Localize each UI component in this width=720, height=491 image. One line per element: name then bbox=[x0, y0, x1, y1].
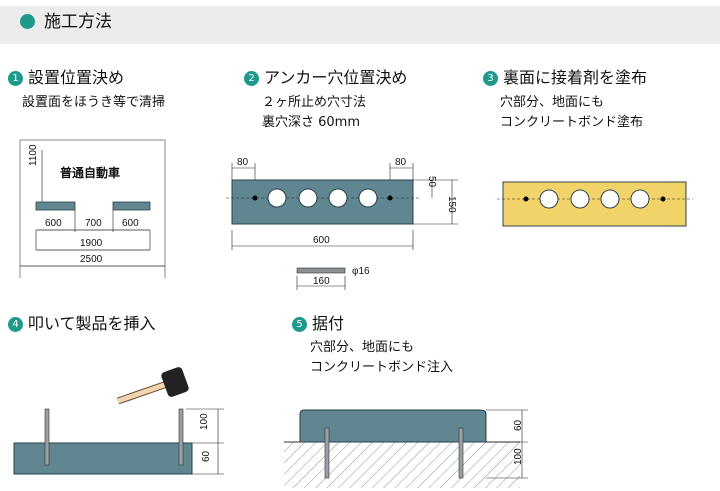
step-3-desc-1: 穴部分、地面にも bbox=[500, 95, 605, 110]
step-2-title-text: アンカー穴位置決め bbox=[264, 68, 408, 87]
inserted-block bbox=[13, 442, 193, 475]
step-3-desc-2: コンクリートボンド塗布 bbox=[500, 115, 644, 130]
dim-600-right: 600 bbox=[122, 218, 139, 229]
step-2-desc-1: ２ヶ所止め穴寸法 bbox=[262, 95, 367, 110]
hole-3 bbox=[328, 188, 348, 208]
hammer-icon bbox=[161, 367, 189, 397]
step-5-title: 5 据付 bbox=[292, 314, 344, 334]
step-5-desc-2: コンクリートボンド注入 bbox=[310, 360, 454, 375]
step-1-title: 1 設置位置決め bbox=[8, 68, 124, 88]
dim-1900: 1900 bbox=[80, 238, 103, 249]
dim-edge-right: 80 bbox=[395, 157, 407, 168]
glue-anchor-right bbox=[660, 196, 666, 202]
dim-2500: 2500 bbox=[80, 254, 103, 265]
circle-bullet-icon bbox=[20, 14, 35, 29]
anchor-point-left bbox=[252, 195, 258, 201]
step-4-title-text: 叩いて製品を挿入 bbox=[28, 314, 156, 333]
car-label: 普通自動車 bbox=[60, 165, 120, 180]
ground-hatch bbox=[284, 442, 520, 488]
glue-hole-2 bbox=[570, 189, 590, 209]
anchor-point-right bbox=[387, 195, 393, 201]
step-5-desc-1: 穴部分、地面にも bbox=[310, 340, 415, 355]
step-4-title: 4 叩いて製品を挿入 bbox=[8, 314, 156, 334]
dim-hole-offset: 50 bbox=[426, 176, 437, 188]
step-1-number: 1 bbox=[8, 71, 23, 86]
glued-block bbox=[502, 181, 687, 227]
step-2-number: 2 bbox=[244, 71, 259, 86]
diagram-1-layout: 普通自動車 1100 600 700 600 1900 2500 bbox=[19, 139, 166, 278]
section-header bbox=[0, 6, 720, 44]
dim-height: 150 bbox=[446, 196, 457, 213]
dim-1100: 1100 bbox=[28, 144, 39, 166]
installed-block bbox=[299, 409, 487, 443]
installed-bolt-left bbox=[324, 427, 330, 479]
dim-bolt-diameter: φ16 bbox=[352, 266, 370, 277]
diagram-4-insert: 100 60 bbox=[13, 367, 224, 475]
step-2-desc-2: 裏穴深さ 60mm bbox=[262, 115, 361, 130]
dim-600-left: 600 bbox=[45, 218, 62, 229]
hole-2 bbox=[298, 188, 318, 208]
step-1-desc: 設置面をほうき等で清掃 bbox=[22, 95, 166, 110]
anchor-bolt bbox=[296, 267, 346, 274]
dim-5-100: 100 bbox=[513, 448, 524, 465]
section-title: 施工方法 bbox=[44, 12, 112, 32]
dim-4-100: 100 bbox=[199, 413, 210, 430]
step-2-title: 2 アンカー穴位置決め bbox=[244, 68, 407, 88]
bolt-left bbox=[44, 408, 50, 466]
diagram-3-glue bbox=[497, 181, 693, 227]
dim-bolt-length: 160 bbox=[313, 276, 330, 287]
step-5-number: 5 bbox=[292, 317, 307, 332]
dim-5-60: 60 bbox=[513, 419, 524, 431]
hole-4 bbox=[358, 188, 378, 208]
step-3-number: 3 bbox=[483, 71, 498, 86]
glue-hole-4 bbox=[630, 189, 650, 209]
diagram-5-installed: 60 100 bbox=[284, 409, 528, 488]
step-1-title-text: 設置位置決め bbox=[28, 68, 125, 87]
glue-hole-1 bbox=[539, 189, 559, 209]
parking-block-left bbox=[35, 201, 76, 211]
dim-700: 700 bbox=[85, 218, 102, 229]
step-5-title-text: 据付 bbox=[312, 314, 345, 333]
glue-anchor-left bbox=[523, 196, 529, 202]
dim-length: 600 bbox=[313, 235, 330, 246]
installed-bolt-right bbox=[458, 427, 464, 479]
step-3-title-text: 裏面に接着剤を塗布 bbox=[503, 68, 648, 87]
parking-block-right bbox=[112, 201, 151, 211]
glue-hole-3 bbox=[600, 189, 620, 209]
anchor-block bbox=[231, 179, 414, 225]
dim-edge-left: 80 bbox=[237, 157, 249, 168]
bolt-right bbox=[178, 408, 184, 466]
step-4-number: 4 bbox=[8, 317, 23, 332]
dim-4-60: 60 bbox=[201, 450, 212, 462]
diagram-2-anchor-layout: 80 80 50 150 600 160 φ16 bbox=[226, 157, 458, 290]
hole-1 bbox=[267, 188, 287, 208]
step-3-title: 3 裏面に接着剤を塗布 bbox=[483, 68, 647, 88]
